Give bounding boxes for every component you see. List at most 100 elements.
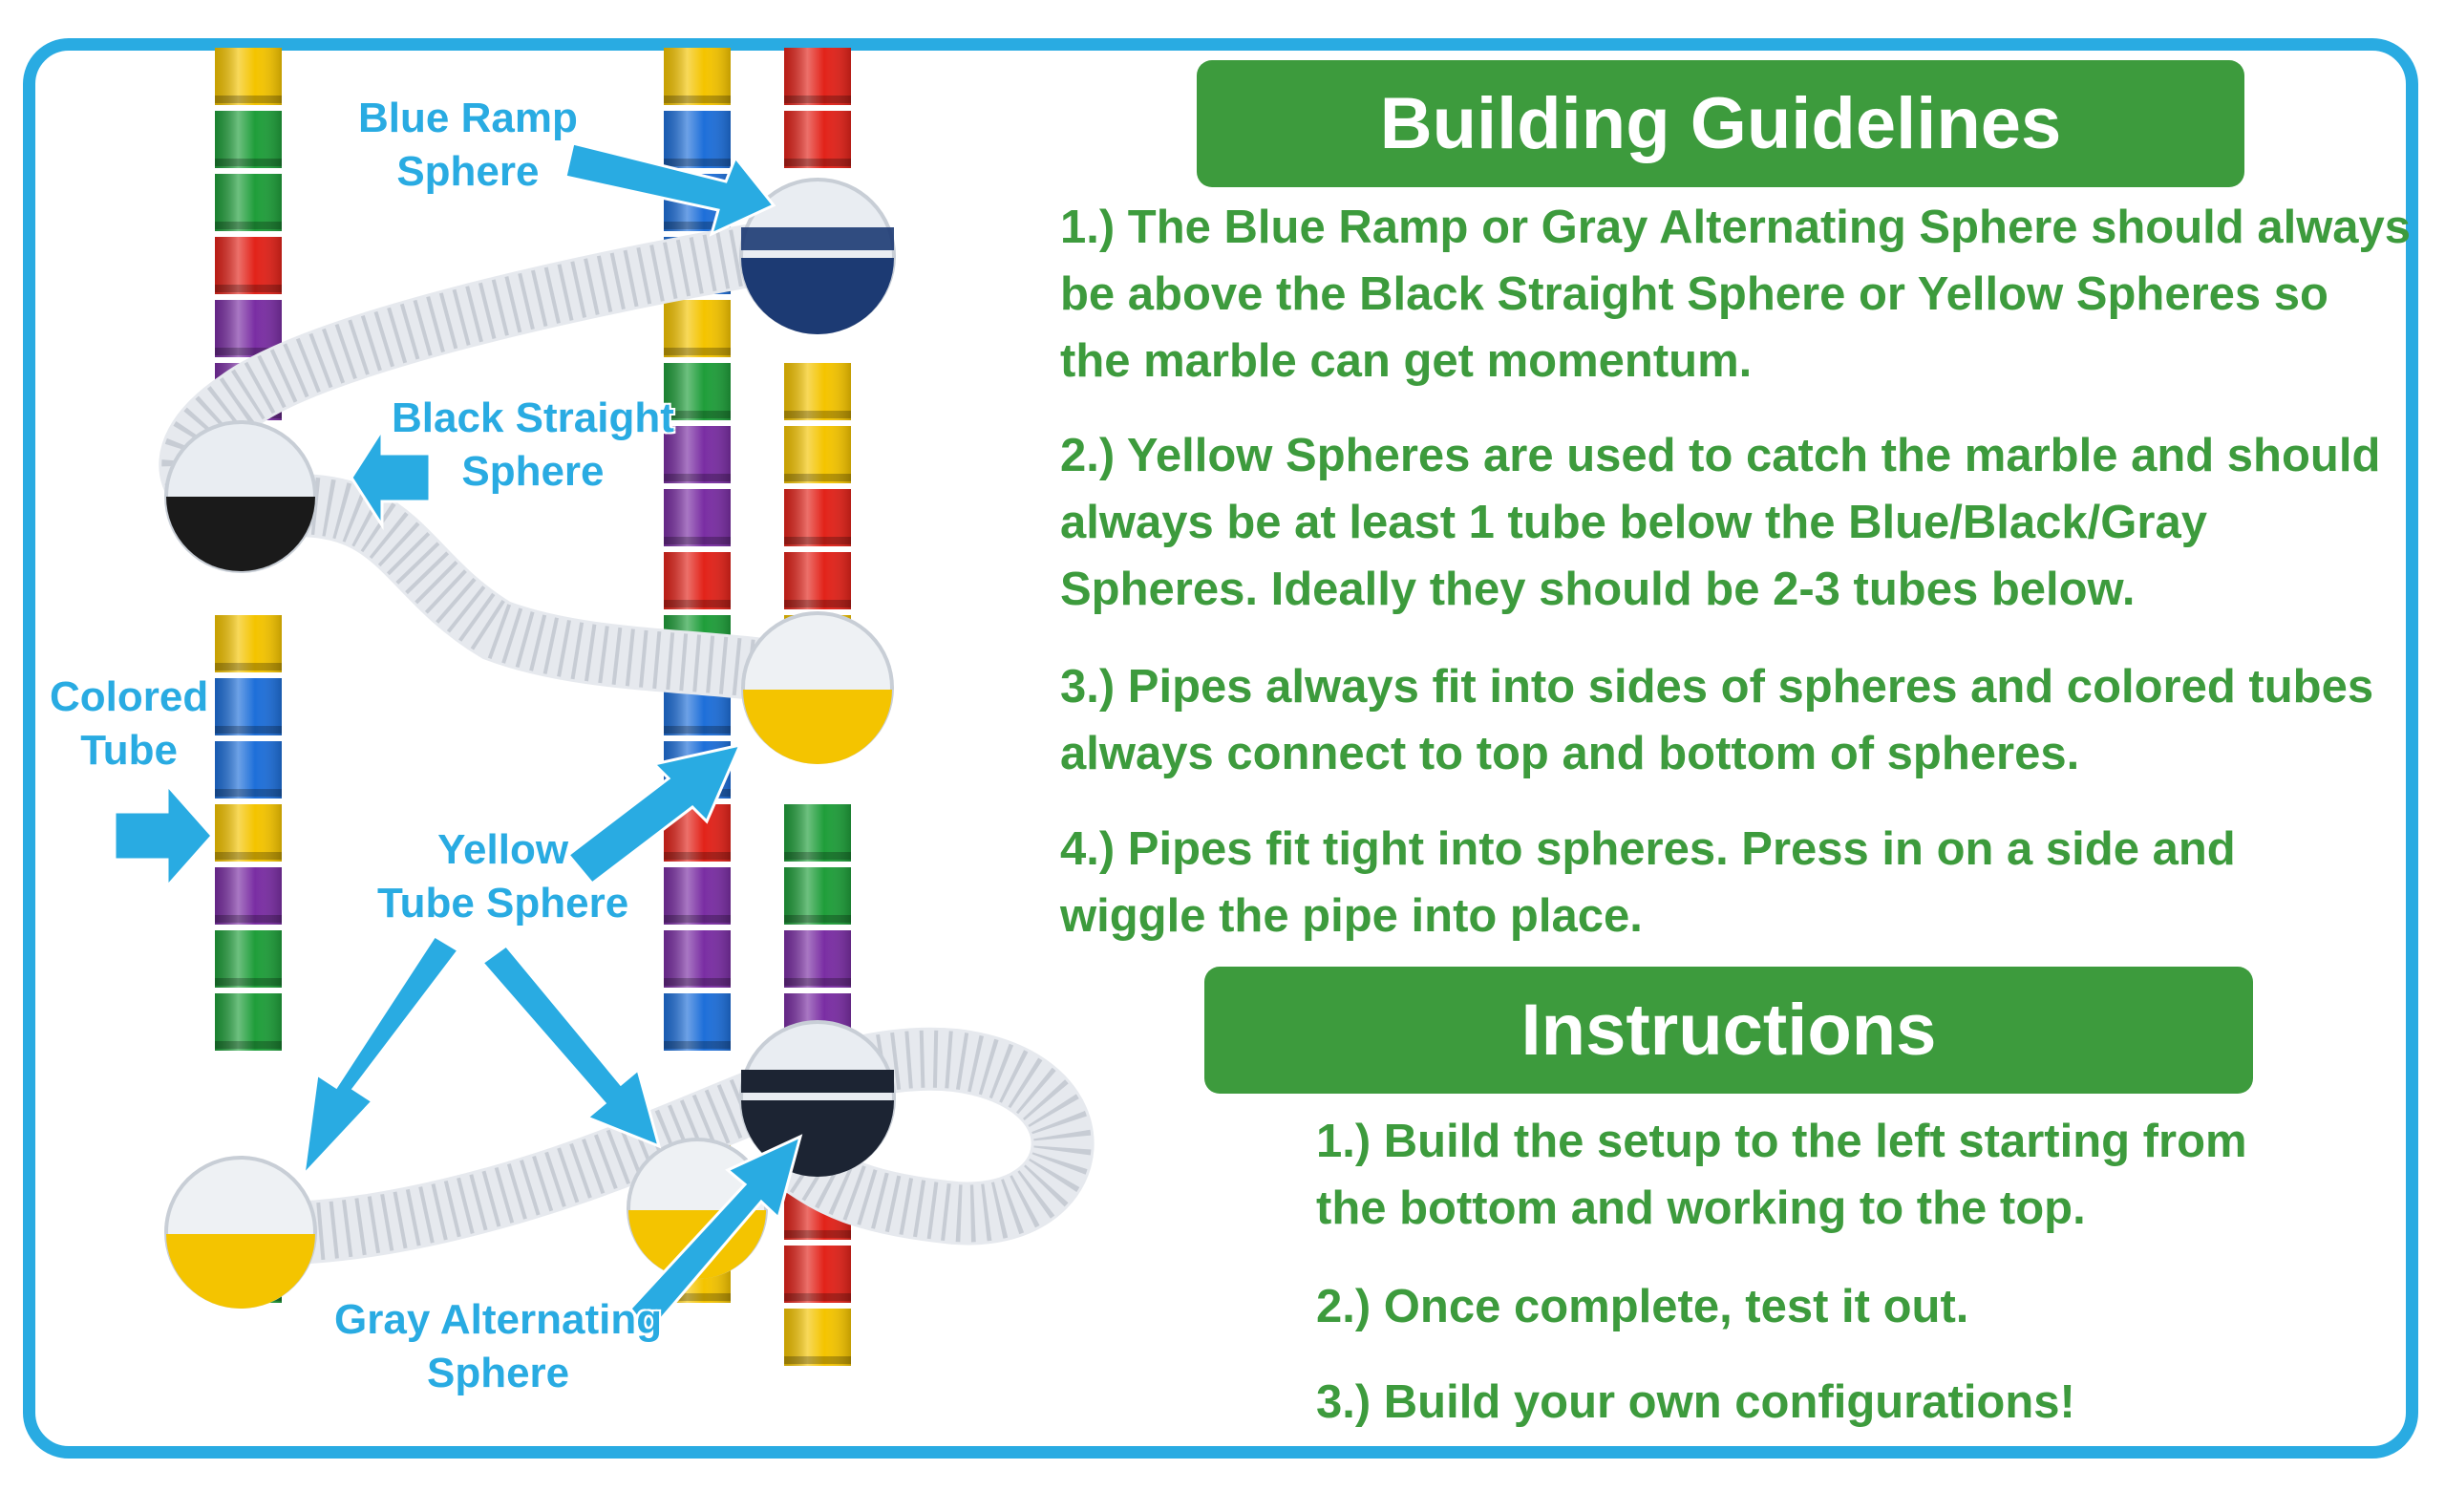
guideline-line: always be at least 1 tube below the Blue… [1060, 497, 2207, 548]
tube-segment-joint [215, 285, 282, 292]
tube-segment-shine [215, 615, 282, 672]
tube-segment-joint [215, 978, 282, 986]
tube-segment-joint [215, 96, 282, 103]
callout-line: Yellow [437, 826, 569, 873]
tube-segment-joint [784, 600, 851, 607]
guideline-line: always connect to top and bottom of sphe… [1060, 728, 2080, 779]
tube-segment-joint [664, 159, 731, 166]
tube-segment-joint [664, 915, 731, 923]
black-straight-sphere [164, 420, 317, 573]
tube-segment-joint [784, 1293, 851, 1301]
marble-run-illustration [113, 48, 1095, 1366]
tube-segment-joint [215, 915, 282, 923]
tube-segment-joint [664, 411, 731, 418]
tube-segment-shine [215, 993, 282, 1051]
instruction-item-2: 2.) Once complete, test it out. [1316, 1273, 1968, 1340]
tube-segment-shine [215, 237, 282, 294]
tube-segment-joint [664, 600, 731, 607]
right-tube-column [784, 48, 851, 1366]
tube-segment-shine [784, 363, 851, 420]
tube-segment-joint [784, 411, 851, 418]
tube-segment-joint [784, 978, 851, 986]
tube-segment-joint [784, 537, 851, 544]
tube-segment-shine [664, 930, 731, 988]
guideline-line: 4.) Pipes fit tight into spheres. Press … [1060, 823, 2236, 875]
tube-segment-joint [664, 1041, 731, 1049]
guideline-item-2: 2.) Yellow Spheres are used to catch the… [1060, 422, 2380, 623]
tube-segment-joint [215, 789, 282, 797]
tube-segment-joint [664, 1293, 731, 1301]
arrow-black-straight [350, 424, 432, 531]
guideline-item-3: 3.) Pipes always fit into sides of spher… [1060, 653, 2373, 787]
callout-black-straight-sphere: Black Straight Sphere [392, 392, 674, 499]
tube-segment-shine [784, 48, 851, 105]
tube-segment-joint [215, 663, 282, 671]
tube-segment-joint [784, 96, 851, 103]
tube-segment-shine [784, 930, 851, 988]
arrow-yellow-to-middle [565, 742, 743, 886]
tube-segment-joint [784, 1230, 851, 1238]
tube-segment-joint [664, 537, 731, 544]
tube-segment-shine [784, 1246, 851, 1303]
yellow-sphere-bottom-left [164, 1156, 317, 1309]
callout-line: Sphere [396, 148, 540, 195]
tube-segment-shine [784, 552, 851, 609]
instructions-heading: Instructions [1204, 967, 2253, 1094]
callout-colored-tube: Colored Tube [50, 671, 208, 777]
tube-segment-joint [664, 474, 731, 481]
tube-segment-joint [664, 852, 731, 860]
tube-segment-shine [664, 552, 731, 609]
guideline-line: Spheres. Ideally they should be 2-3 tube… [1060, 564, 2136, 615]
tube-segment-shine [784, 111, 851, 168]
tube-segment-joint [664, 96, 731, 103]
callout-line: Sphere [426, 1350, 570, 1396]
tube-segment-shine [784, 867, 851, 925]
instruction-line: 2.) Once complete, test it out. [1316, 1281, 1969, 1332]
tube-segment-joint [784, 1356, 851, 1364]
tube-segment-joint [664, 348, 731, 355]
arrow-colored-tube [113, 781, 215, 890]
yellow-sphere-middle [741, 611, 894, 764]
guideline-item-4: 4.) Pipes fit tight into spheres. Press … [1060, 816, 2236, 949]
tube-segment-shine [664, 867, 731, 925]
arrow-gray-alternating [628, 1134, 803, 1335]
tube-segment-joint [215, 348, 282, 355]
instruction-line: 3.) Build your own configurations! [1316, 1376, 2075, 1428]
left-tube-column [215, 48, 282, 1303]
tube-segment-joint [215, 1041, 282, 1049]
callout-yellow-tube-sphere: Yellow Tube Sphere [377, 823, 628, 930]
tube-segment-shine [664, 300, 731, 357]
guideline-item-1: 1.) The Blue Ramp or Gray Alternating Sp… [1060, 194, 2411, 394]
tube-segment-shine [784, 1309, 851, 1366]
tube-segment-shine [664, 363, 731, 420]
arrow-blue-ramp [563, 141, 776, 237]
tube-segment-joint [664, 978, 731, 986]
tube-segment-joint [784, 159, 851, 166]
tube-segment-shine [664, 993, 731, 1051]
callout-line: Black Straight [392, 394, 674, 441]
callout-line: Gray Alternating [334, 1296, 663, 1343]
guideline-line: 2.) Yellow Spheres are used to catch the… [1060, 430, 2381, 481]
instruction-line: 1.) Build the setup to the left starting… [1316, 1116, 2247, 1167]
tube-segment-shine [215, 174, 282, 231]
callout-line: Colored [50, 673, 209, 720]
guideline-line: 1.) The Blue Ramp or Gray Alternating Sp… [1060, 202, 2412, 253]
callout-blue-ramp-sphere: Blue Ramp Sphere [358, 92, 578, 199]
tube-segment-shine [784, 804, 851, 862]
instruction-item-3: 3.) Build your own configurations! [1316, 1369, 2075, 1436]
tube-segment-shine [664, 489, 731, 546]
blue-ramp-sphere [739, 178, 896, 334]
tube-segment-joint [784, 474, 851, 481]
tube-segment-shine [784, 489, 851, 546]
tube-segment-shine [784, 426, 851, 483]
instruction-line: the bottom and working to the top. [1316, 1182, 2086, 1234]
guideline-line: wiggle the pipe into place. [1060, 890, 1643, 942]
tube-segment-shine [215, 804, 282, 862]
callout-line: Sphere [461, 448, 605, 495]
tube-segment-shine [215, 867, 282, 925]
tube-segment-shine [664, 48, 731, 105]
guideline-line: the marble can get momentum. [1060, 335, 1753, 387]
callout-gray-alternating-sphere: Gray Alternating Sphere [334, 1293, 662, 1400]
tube-segment-joint [664, 726, 731, 734]
guideline-line: be above the Black Straight Sphere or Ye… [1060, 268, 2328, 320]
